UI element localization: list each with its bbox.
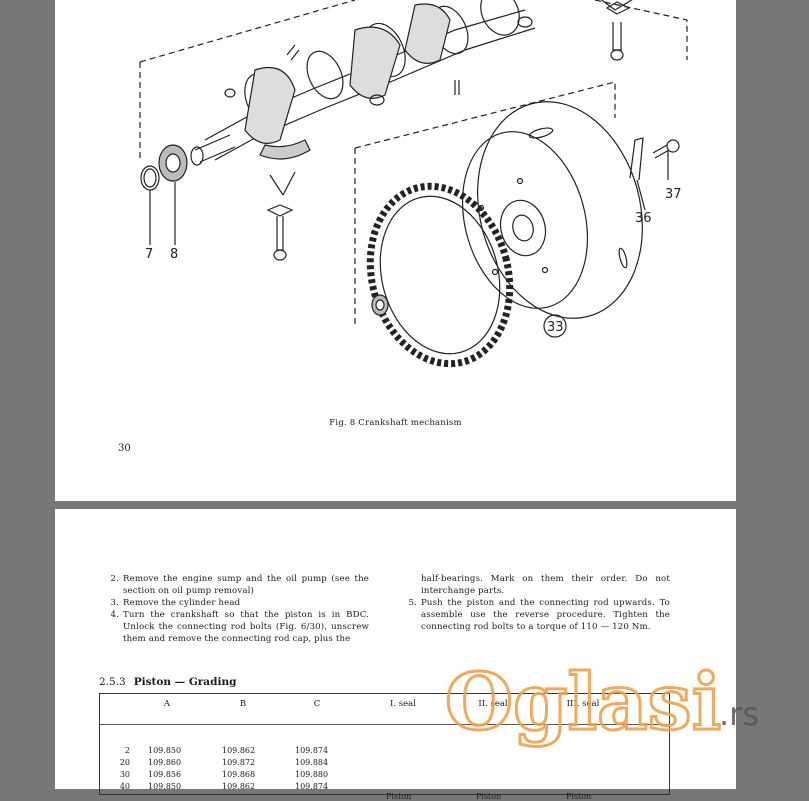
- table-header-seal-2: II. seal: [478, 699, 508, 709]
- step-4-continuation: half-bearings. Mark on them their order.…: [421, 574, 670, 596]
- section-title: Piston — Grading: [133, 676, 237, 688]
- callout-37: 37: [665, 187, 682, 202]
- svg-text:Oglasi: Oglasi: [445, 657, 721, 748]
- callout-36: 36: [635, 211, 652, 226]
- step-5: 5.Push the piston and the connecting rod…: [408, 598, 670, 632]
- svg-text:.rs: .rs: [719, 695, 759, 733]
- piston-label: Piston: [476, 792, 502, 801]
- piston-label: Piston: [566, 792, 592, 801]
- callout-7: 7: [145, 247, 153, 262]
- step-4: 4.Turn the crankshaft so that the piston…: [110, 610, 369, 644]
- instructions-right-column: half-bearings. Mark on them their order.…: [403, 573, 670, 633]
- manual-page-30: 7 8 36 37 33 Fig. 8 Crankshaft mechanism…: [55, 0, 736, 501]
- callout-8: 8: [170, 247, 178, 262]
- manual-page-31: 2.Remove the engine sump and the oil pum…: [55, 509, 736, 801]
- table-header-seal-3: III. seal: [566, 699, 600, 709]
- table-header-seal-1: I. seal: [390, 699, 416, 709]
- section-number: 2.5.3: [99, 676, 126, 688]
- table-header-b: B: [239, 699, 247, 709]
- table-header-c: C: [313, 699, 321, 709]
- oglasi-watermark-logo: Oglasi .rs: [444, 656, 760, 750]
- table-header-a: A: [163, 699, 171, 709]
- table-header-divider: [100, 724, 669, 725]
- figure-caption: Fig. 8 Crankshaft mechanism: [329, 418, 462, 428]
- step-3: 3.Remove the cylinder head: [110, 598, 241, 608]
- step-2: 2.Remove the engine sump and the oil pum…: [110, 574, 369, 596]
- callout-33: 33: [547, 320, 564, 335]
- instructions-left-column: 2.Remove the engine sump and the oil pum…: [105, 573, 369, 645]
- section-heading: 2.5.3 Piston — Grading: [99, 676, 236, 688]
- crankshaft-exploded-diagram: 7 8 36 37 33: [139, 0, 688, 368]
- page-number: 30: [118, 443, 131, 454]
- piston-label: Piston: [386, 792, 412, 801]
